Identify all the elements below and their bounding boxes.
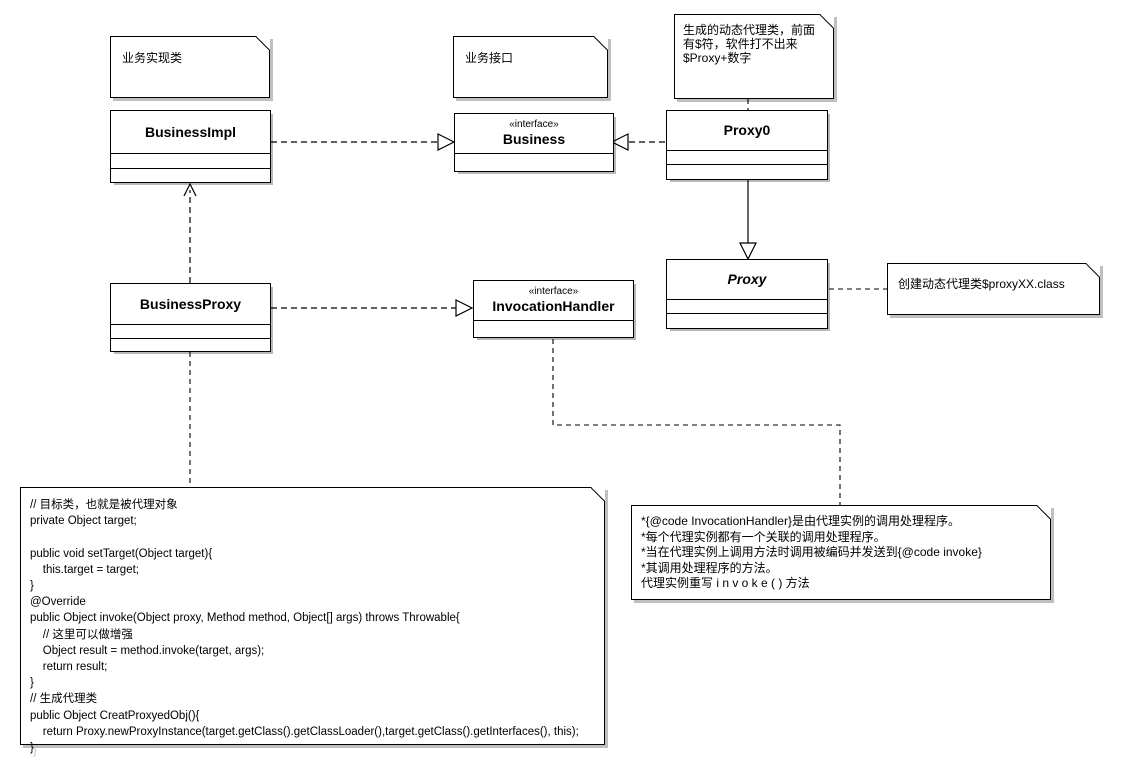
class-box-invocationhandler[interactable]: «interface» InvocationHandler bbox=[473, 280, 634, 338]
note-invocationhandler-doc: *{@code InvocationHandler}是由代理实例的调用处理程序。… bbox=[631, 505, 1051, 600]
note-invocationhandler-doc-text: *{@code InvocationHandler}是由代理实例的调用处理程序。… bbox=[641, 514, 982, 590]
class-header: «interface» InvocationHandler bbox=[474, 281, 633, 321]
class-box-proxy0[interactable]: Proxy0 bbox=[666, 110, 828, 180]
realization-arrowhead-business-right bbox=[610, 133, 629, 151]
note-business-impl-text: 业务实现类 bbox=[122, 51, 183, 65]
class-name-business: Business bbox=[502, 131, 566, 147]
note-shape bbox=[110, 36, 270, 98]
class-box-businessproxy[interactable]: BusinessProxy bbox=[110, 283, 271, 352]
note-shape bbox=[674, 14, 834, 99]
class-attributes-compartment bbox=[111, 154, 270, 169]
class-name-invocationhandler: InvocationHandler bbox=[492, 298, 615, 314]
class-name-businessproxy: BusinessProxy bbox=[139, 295, 242, 312]
class-attributes-compartment bbox=[455, 154, 613, 172]
class-attributes-compartment bbox=[667, 151, 827, 165]
class-operations-compartment bbox=[111, 169, 270, 183]
class-name-proxy: Proxy bbox=[727, 271, 767, 287]
realization-arrowhead-business bbox=[437, 133, 456, 151]
note-shape bbox=[20, 487, 605, 745]
anchor-note-handler bbox=[552, 339, 841, 505]
realization-arrowhead-invocationhandler bbox=[455, 299, 474, 317]
class-header: Proxy0 bbox=[667, 111, 827, 151]
class-name-businessimpl: BusinessImpl bbox=[144, 123, 237, 140]
note-business-interface-text: 业务接口 bbox=[465, 51, 514, 65]
note-proxy-description: 创建动态代理类$proxyXX.class bbox=[887, 263, 1100, 315]
class-operations-compartment bbox=[667, 165, 827, 179]
class-operations-compartment bbox=[111, 339, 270, 352]
class-operations-compartment bbox=[667, 314, 827, 328]
note-shape bbox=[631, 505, 1051, 600]
class-header: Proxy bbox=[667, 260, 827, 300]
note-proxy-code-text: // 目标类，也就是被代理对象 private Object target; p… bbox=[30, 499, 579, 755]
class-box-businessimpl[interactable]: BusinessImpl bbox=[110, 110, 271, 183]
note-proxy0-description: 生成的动态代理类，前面 有$符，软件打不出来 $Proxy+数字 bbox=[674, 14, 834, 99]
note-shape bbox=[453, 36, 608, 98]
note-business-impl: 业务实现类 bbox=[110, 36, 270, 98]
class-header: «interface» Business bbox=[455, 114, 613, 154]
note-proxy-code: // 目标类，也就是被代理对象 private Object target; p… bbox=[20, 487, 605, 754]
class-stereotype-invocationhandler: «interface» bbox=[528, 286, 579, 297]
class-attributes-compartment bbox=[667, 300, 827, 314]
class-box-business[interactable]: «interface» Business bbox=[454, 113, 614, 172]
class-name-proxy0: Proxy0 bbox=[723, 122, 771, 138]
class-header: BusinessImpl bbox=[111, 111, 270, 154]
note-shape bbox=[887, 263, 1100, 315]
class-attributes-compartment bbox=[474, 321, 633, 338]
dependency-arrowhead-businessimpl bbox=[183, 182, 197, 197]
note-proxy-text: 创建动态代理类$proxyXX.class bbox=[898, 277, 1065, 291]
class-header: BusinessProxy bbox=[111, 284, 270, 325]
note-business-interface: 业务接口 bbox=[453, 36, 608, 98]
class-box-proxy[interactable]: Proxy bbox=[666, 259, 828, 329]
note-proxy0-text: 生成的动态代理类，前面 有$符，软件打不出来 $Proxy+数字 bbox=[683, 23, 816, 65]
class-attributes-compartment bbox=[111, 325, 270, 339]
class-stereotype-business: «interface» bbox=[509, 119, 559, 130]
generalization-arrowhead-proxy bbox=[739, 242, 757, 261]
